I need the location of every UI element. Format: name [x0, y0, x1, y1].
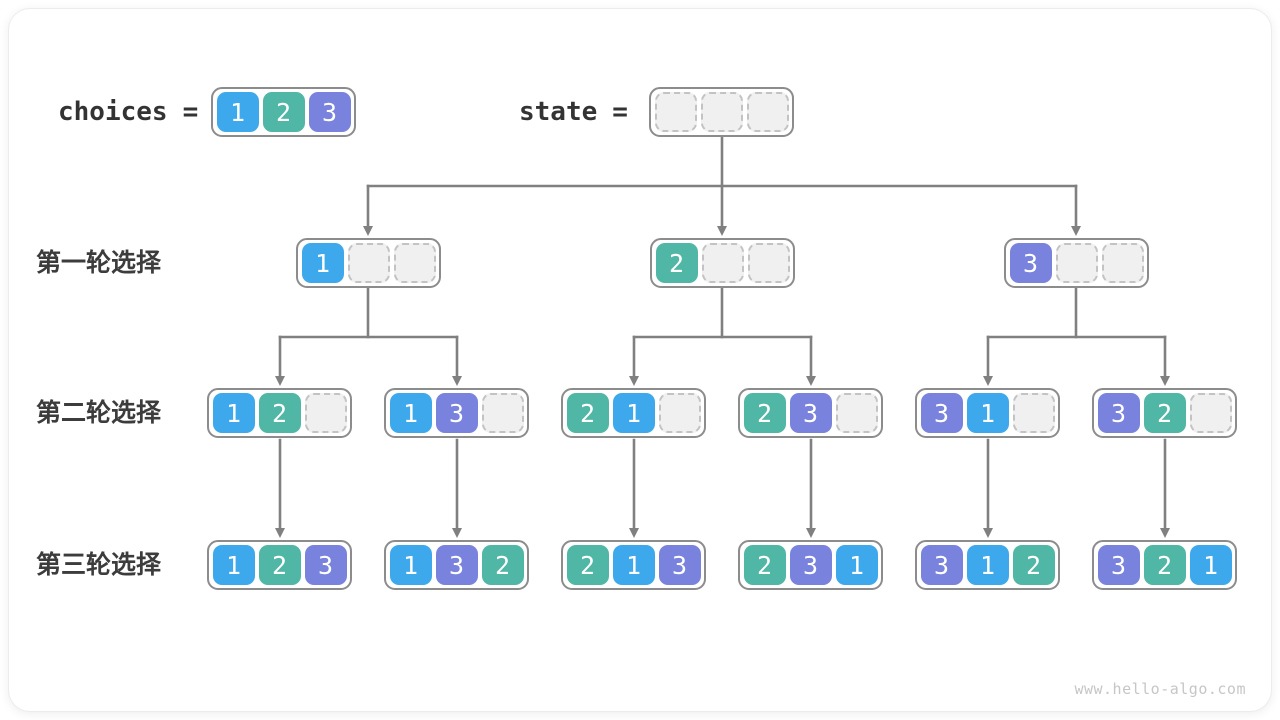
value-cell-3: 3 — [1097, 545, 1140, 585]
value-cell-2: 2 — [258, 545, 301, 585]
empty-slot — [1012, 393, 1055, 433]
value-cell-2: 2 — [481, 545, 524, 585]
value-cell-3: 3 — [435, 545, 478, 585]
value-cell-3: 3 — [435, 393, 478, 433]
value-cell-3: 3 — [789, 545, 832, 585]
value-cell-3: 3 — [1009, 243, 1052, 283]
row-label-round-2: 第二轮选择 — [36, 399, 162, 427]
empty-slot — [1101, 243, 1144, 283]
value-cell-2: 2 — [262, 92, 305, 132]
value-cell-2: 2 — [1012, 545, 1055, 585]
value-cell-1: 1 — [301, 243, 344, 283]
value-cell-1: 1 — [835, 545, 878, 585]
value-cell-2: 2 — [655, 243, 698, 283]
value-cell-1: 1 — [389, 545, 432, 585]
value-cell-2: 2 — [566, 545, 609, 585]
value-cell-1: 1 — [966, 545, 1009, 585]
equals-sign: = — [182, 97, 199, 127]
empty-slot — [304, 393, 347, 433]
empty-slot — [1189, 393, 1232, 433]
empty-slot — [746, 92, 789, 132]
empty-slot — [481, 393, 524, 433]
tree-node-l1-3: 3 — [1004, 238, 1149, 288]
state-array-root — [649, 87, 794, 137]
value-cell-2: 2 — [743, 545, 786, 585]
value-cell-3: 3 — [304, 545, 347, 585]
value-cell-2: 2 — [1143, 545, 1186, 585]
watermark: www.hello-algo.com — [1074, 680, 1246, 698]
value-cell-3: 3 — [658, 545, 701, 585]
value-cell-3: 3 — [308, 92, 351, 132]
value-cell-2: 2 — [566, 393, 609, 433]
value-cell-1: 1 — [216, 92, 259, 132]
state-label: state — [519, 97, 598, 127]
choices-expression: choices = — [58, 97, 198, 127]
empty-slot — [347, 243, 390, 283]
value-cell-1: 1 — [1189, 545, 1232, 585]
empty-slot — [658, 393, 701, 433]
empty-slot — [654, 92, 697, 132]
empty-slot — [700, 92, 743, 132]
row-label-round-3: 第三轮选择 — [36, 551, 162, 579]
value-cell-3: 3 — [920, 393, 963, 433]
row-label-round-1: 第一轮选择 — [36, 249, 162, 277]
value-cell-3: 3 — [789, 393, 832, 433]
empty-slot — [393, 243, 436, 283]
value-cell-1: 1 — [389, 393, 432, 433]
value-cell-1: 1 — [612, 393, 655, 433]
value-cell-2: 2 — [1143, 393, 1186, 433]
tree-node-l1-2: 2 — [650, 238, 795, 288]
value-cell-3: 3 — [920, 545, 963, 585]
choices-label: choices — [58, 97, 168, 127]
tree-node-l1-1: 1 — [296, 238, 441, 288]
value-cell-2: 2 — [258, 393, 301, 433]
value-cell-1: 1 — [212, 545, 255, 585]
equals-sign: = — [612, 97, 628, 127]
value-cell-1: 1 — [966, 393, 1009, 433]
value-cell-1: 1 — [612, 545, 655, 585]
value-cell-3: 3 — [1097, 393, 1140, 433]
empty-slot — [747, 243, 790, 283]
empty-slot — [835, 393, 878, 433]
empty-slot — [701, 243, 744, 283]
empty-slot — [1055, 243, 1098, 283]
state-expression: state = — [519, 97, 628, 127]
value-cell-2: 2 — [743, 393, 786, 433]
value-cell-1: 1 — [212, 393, 255, 433]
